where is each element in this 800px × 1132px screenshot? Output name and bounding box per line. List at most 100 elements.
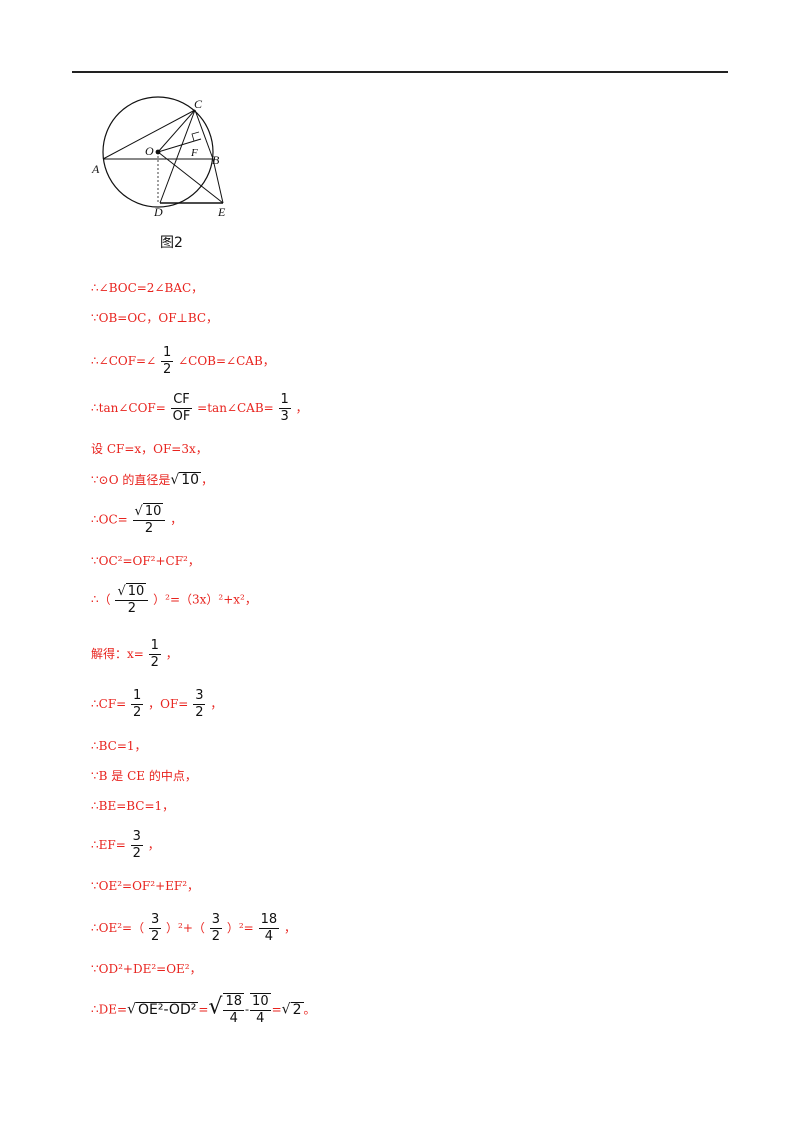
radicand: 10 <box>125 583 147 599</box>
segment-oe <box>157 151 224 204</box>
denominator: 3 <box>280 409 289 424</box>
label-f: F <box>190 147 198 159</box>
geometry-figure: A C O F B D E <box>91 96 226 219</box>
step-19-text-b: = <box>198 1002 209 1017</box>
step-19-text-a: ∴DE= <box>91 1002 128 1017</box>
step-19-text-e: 。 <box>303 1002 316 1017</box>
center-dot <box>155 149 161 155</box>
denominator: 2 <box>133 705 142 720</box>
step-15-text-a: ∴EF= <box>91 838 126 852</box>
step-4-text-a: ∴tan∠COF= <box>91 401 166 415</box>
minus-sign: - <box>244 1002 250 1017</box>
step-6: ∵⊙O 的直径是√10， <box>91 472 213 488</box>
numerator: √10 <box>115 583 149 601</box>
step-9-text-a: ∴（ <box>91 592 111 607</box>
segment-of <box>157 138 202 153</box>
sqrt-sign: √ <box>208 994 223 1020</box>
step-9-text-b: ）²=（3x）²+x²， <box>153 592 257 607</box>
step-19-text-c: = <box>271 1002 282 1017</box>
denominator: 2 <box>211 929 221 944</box>
step-7-text-c: ， <box>170 512 183 527</box>
denominator: 2 <box>150 655 159 670</box>
step-7-text-a: ∴OC= <box>91 512 128 527</box>
numerator: 10 <box>250 994 271 1011</box>
segment-be <box>212 158 224 204</box>
numerator: 1 <box>160 345 174 362</box>
radicand: 2 <box>290 1001 304 1018</box>
circle-o <box>102 96 214 208</box>
step-11-text-b: ，OF= <box>148 697 189 711</box>
step-7: ∴OC= √10 2 ， <box>91 503 182 537</box>
denominator: 4 <box>264 929 273 944</box>
step-10-text-c: ， <box>165 647 178 661</box>
step-4-text-c: ， <box>295 401 308 415</box>
step-1: ∴∠BOC=2∠BAC， <box>91 281 204 295</box>
segment-oc <box>157 109 196 153</box>
step-14: ∴BE=BC=1， <box>91 799 175 813</box>
step-3-text-a: ∴∠COF=∠ <box>91 354 157 368</box>
denominator: 2 <box>132 846 141 861</box>
numerator: 1 <box>148 638 161 655</box>
numerator: 3 <box>148 912 162 929</box>
numerator: 1 <box>131 688 144 705</box>
step-16: ∵OE²=OF²+EF²， <box>91 879 200 893</box>
label-d: D <box>153 205 163 219</box>
step-8: ∵OC²=OF²+CF²， <box>91 554 200 568</box>
denominator: 4 <box>229 1011 238 1026</box>
sqrt-sign: √ <box>281 1001 291 1018</box>
denominator: OF <box>172 409 191 424</box>
numerator: 18 <box>223 994 244 1011</box>
right-angle-mark <box>191 131 200 142</box>
figure-caption: 图2 <box>160 235 183 251</box>
header-rule <box>72 71 728 73</box>
segment-ac <box>102 109 196 160</box>
label-a: A <box>91 162 100 176</box>
step-10-text-a: 解得：x= <box>91 647 144 661</box>
segment-dc <box>159 109 196 204</box>
denominator: 2 <box>150 929 160 944</box>
numerator: 3 <box>209 912 223 929</box>
sqrt-sign: √ <box>127 1001 136 1018</box>
numerator: 1 <box>278 392 291 409</box>
fraction: √10 2 <box>132 503 166 537</box>
step-2: ∵OB=OC，OF⊥BC， <box>91 311 219 325</box>
step-3-text-b: ∠COB=∠CAB， <box>178 354 275 368</box>
label-o: O <box>145 144 154 158</box>
sqrt-sign: √ <box>134 504 143 519</box>
denominator: 2 <box>144 521 154 536</box>
step-17-text-b: ）²+（ <box>166 921 205 935</box>
step-4-text-b: =tan∠CAB= <box>197 401 274 415</box>
step-6-text-c: ， <box>201 473 214 487</box>
denominator: 2 <box>162 362 172 377</box>
label-c: C <box>194 97 203 111</box>
numerator: 3 <box>130 829 143 846</box>
step-12: ∴BC=1， <box>91 739 147 753</box>
radicand: 10 <box>142 503 164 519</box>
radicand: 10 <box>179 472 202 488</box>
step-6-text-a: ∵⊙O 的直径是 <box>91 473 171 487</box>
step-18: ∵OD²+DE²=OE²， <box>91 962 202 976</box>
denominator: 2 <box>127 601 137 616</box>
numerator: 3 <box>193 688 206 705</box>
step-11-text-a: ∴CF= <box>91 697 127 711</box>
label-e: E <box>217 205 226 219</box>
label-b: B <box>212 153 220 167</box>
radicand: OE²-OD² <box>136 1001 199 1018</box>
